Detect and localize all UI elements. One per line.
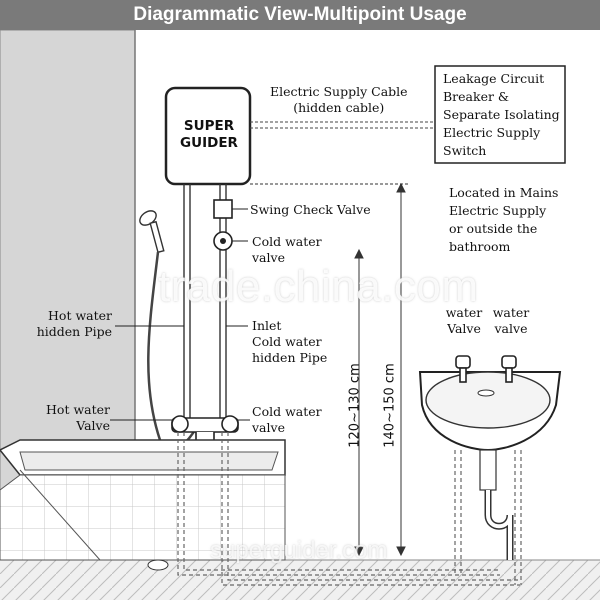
label-hot-water-hidden-pipe: Hot water hidden Pipe (36, 308, 112, 339)
label-electric-supply-cable: Electric Supply Cable (hidden cable) (270, 84, 408, 115)
title-bar (0, 0, 600, 30)
leader-lines (110, 208, 250, 421)
label-cold-water-valve-top: Cold water valve (252, 234, 322, 265)
wash-basin (418, 371, 562, 560)
label-hot-water-valve: Hot water Valve (46, 402, 110, 433)
dimension-outer-label: 140~150 cm (382, 363, 398, 448)
watermark-main: trade.china.com (158, 262, 479, 311)
dimension-markers (250, 182, 410, 557)
label-inlet-cold-water-pipe: Inlet Cold water hidden Pipe (252, 318, 328, 365)
label-location: Located in Mains Electric Supply or outs… (449, 185, 559, 254)
basin-supply-pipes (454, 450, 522, 585)
label-breaker: Leakage Circuit Breaker & Separate Isola… (443, 71, 560, 158)
electric-supply-cable (250, 121, 435, 129)
label-basin-right-valve: water valve (492, 305, 530, 336)
heater-brand-label: SUPER GUIDER (180, 118, 238, 151)
label-basin-left-valve: water Valve (445, 305, 483, 336)
dimension-inner-label: 120~130 cm (347, 363, 363, 448)
basin-taps (455, 355, 517, 383)
heater-pipes (183, 184, 227, 418)
hidden-pipes (177, 432, 520, 586)
label-swing-check-valve: Swing Check Valve (250, 202, 371, 217)
multipoint-diagram (0, 30, 600, 600)
water-heater (164, 86, 252, 186)
label-cold-water-valve-bottom: Cold water valve (252, 404, 322, 435)
breaker-box (434, 65, 566, 164)
watermark-bottom: superguider.com (210, 537, 388, 564)
bathtub (0, 439, 286, 571)
diagram-title: Diagrammatic View-Multipoint Usage (133, 4, 467, 25)
shower-head (139, 210, 165, 254)
tub-drain (147, 559, 169, 571)
swing-check-valve (213, 199, 233, 219)
